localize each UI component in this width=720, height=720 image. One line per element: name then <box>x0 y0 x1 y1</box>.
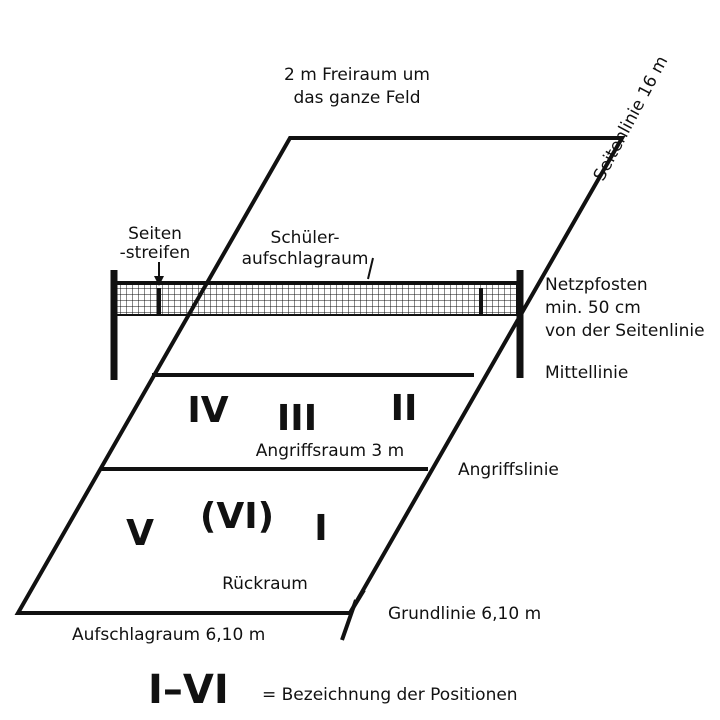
position-4: IV <box>187 390 228 431</box>
side-strip-label-1: Seiten <box>128 224 182 244</box>
freeroom-label-2: das ganze Feld <box>293 88 420 108</box>
freeroom-label-1: 2 m Freiraum um <box>284 65 430 85</box>
attack-line-label: Angriffslinie <box>458 460 559 480</box>
back-zone-label: Rückraum <box>222 574 308 594</box>
net <box>115 282 521 316</box>
legend-symbol: I–VI <box>148 667 229 713</box>
position-3: III <box>277 398 317 439</box>
pupil-serve-pointer <box>367 257 374 280</box>
service-lower-extension <box>340 599 358 641</box>
attack-zone-label: Angriffsraum 3 m <box>256 441 404 461</box>
netpost-label-3: von der Seitenlinie <box>545 321 705 341</box>
netpost-label-2: min. 50 cm <box>545 298 641 318</box>
legend-text: = Bezeichnung der Positionen <box>262 685 518 705</box>
side-strip-label-2: -streifen <box>120 243 191 263</box>
position-1: I <box>314 508 327 549</box>
netpost-label-1: Netzpfosten <box>545 275 648 295</box>
base-line-label: Grundlinie 6,10 m <box>388 604 541 624</box>
pupil-serve-label-1: Schüler- <box>271 228 340 248</box>
position-5: V <box>126 513 154 554</box>
sideline-label: Seitenlinie 16 m <box>590 53 673 184</box>
position-6: (VI) <box>200 496 274 537</box>
serve-zone-label: Aufschlagraum 6,10 m <box>72 625 265 645</box>
pupil-serve-label-2: aufschlagraum <box>242 249 369 269</box>
center-line-label: Mittellinie <box>545 363 628 383</box>
position-2: II <box>391 388 418 429</box>
side-strip-arrow-head <box>154 276 164 286</box>
